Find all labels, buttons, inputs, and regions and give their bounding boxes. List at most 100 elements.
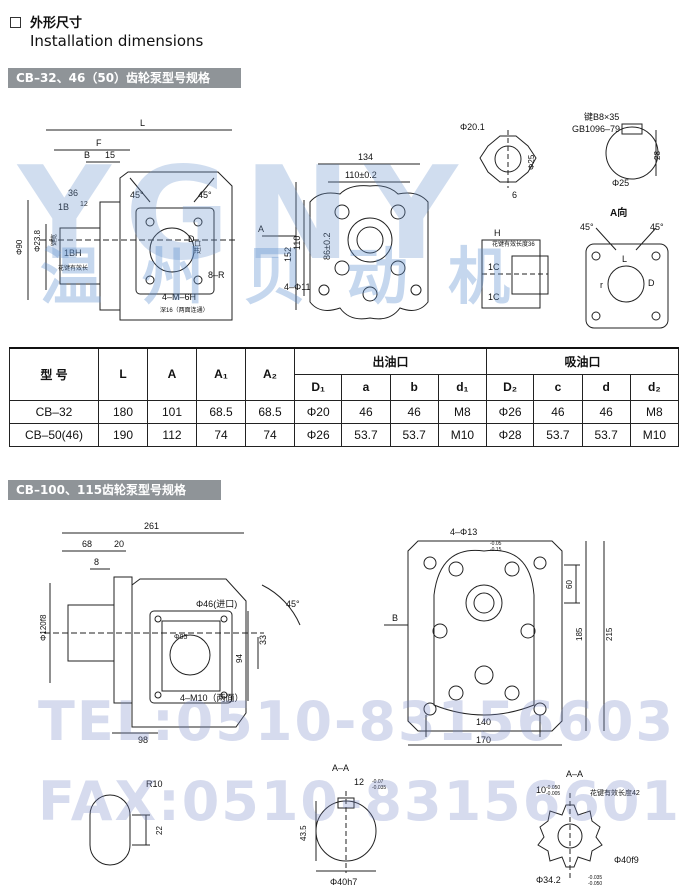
section2-title-bar: CB–100、115齿轮泵型号规格 [8,480,221,500]
angle-a-right: 45° [650,222,664,232]
label-h: H [494,228,501,238]
dim-86-tol: 86±0.2 [322,233,332,260]
cell: 112 [147,422,197,448]
dim-43-5: 43.5 [299,825,308,841]
label-key-width: 键宽 [50,234,58,246]
dim-10-spline: 10 [536,785,546,795]
cell: 180 [98,399,148,424]
dim-185: 185 [575,627,584,641]
label-1c-bottom: 1C [488,292,500,302]
spec-table: 型 号 L A A₁ A₂ 出油口 吸油口 D₁ a b d₁ D₂ c d d… [9,347,680,448]
cb32-side-view [27,129,236,321]
dim-68: 68 [82,539,92,549]
dim-phi34-2: Φ34.2 [536,875,561,885]
cell: 74 [245,422,295,448]
dim-phi25-shaft: Φ25 [527,154,536,170]
dim-r10: R10 [146,779,163,789]
th-d1-thread: d₁ [437,373,487,401]
angle-a-left: 45° [580,222,594,232]
dim-110-tol: 110±0.2 [345,170,377,180]
dim-94: 94 [235,654,244,663]
tol-34-upper: -0.035 [588,875,602,881]
cell: 101 [147,399,197,424]
dim-B: B [84,150,90,160]
label-gb1096: GB1096–79 [572,124,620,134]
table-row: CB–50(46) 190 112 74 74 Φ26 53.7 53.7 M1… [9,422,680,448]
watermark-chinese: 温州贝动机 [40,240,551,313]
cb32-keyed-shaft [605,123,659,180]
label-b-arrow: B [392,613,398,623]
cb100-spline-section [537,793,603,879]
dim-4-m10: 4–M10（两面） [180,693,244,703]
dim-phi23-8: Φ23.8 [33,229,42,252]
cell: Φ26 [485,399,535,424]
cell: 46 [389,399,439,424]
dim-28: 28 [653,151,662,160]
dim-phi95: Φ95 [174,634,187,641]
dim-33: 33 [258,635,268,645]
cell: 68.5 [245,399,295,424]
angle-45-cb100: 45° [286,599,300,609]
cell: Φ26 [293,422,343,448]
tol-10-upper: -0.050 [546,785,560,791]
dim-215: 215 [605,627,614,641]
label-l: L [622,254,627,264]
cb100-side-view [44,532,301,734]
th-c: c [533,373,583,401]
dim-20: 20 [114,539,124,549]
cell: 53.7 [389,422,439,448]
dim-4-phi13: 4–Φ13 [450,527,477,537]
cell: 53.7 [533,422,583,448]
section2-drawings: 261 68 20 8 Φ120f8 45° Φ46(进口) Φ95 33 94… [39,521,640,887]
cell: 53.7 [341,422,391,448]
cell: Φ20 [293,399,343,424]
dim-152: 152 [283,247,293,262]
dim-phi20-1: Φ20.1 [460,122,485,132]
label-spline-length: 花键有效长 [58,264,88,272]
section1-drawings: L F B 15 36 1B 12 Φ90 Φ23.8 1BH 键宽 花键有效长… [15,111,669,329]
dim-12: 12 [80,201,88,208]
table-row: CB–32 180 101 68.5 68.5 Φ20 46 46 M8 Φ26… [9,399,680,424]
cb100-keyway-detail [89,794,150,866]
th-a-sub: a [341,373,391,401]
th-b: b [389,373,439,401]
cell: 190 [98,422,148,448]
dim-4-phi11: 4–Φ11 [284,282,311,292]
dim-140: 140 [476,717,491,727]
th-model: 型 号 [9,347,99,401]
tol-misc-1: -0.05 [490,541,502,547]
watermark-logo: YGNY [18,140,472,289]
watermark-tel: TEL:0510-83156603 [38,690,676,753]
th-l: L [98,347,148,401]
th-a1: A₁ [196,347,246,401]
dim-4-m-6h: 4–M–6H [162,292,196,302]
label-a-direction: A向 [610,206,627,219]
dim-phi25-key: Φ25 [612,178,629,188]
th-d1: D₁ [293,373,343,401]
dim-110: 110 [292,236,302,250]
cell: 46 [341,399,391,424]
watermark-fax: FAX:0510-83156601 [38,770,682,833]
label-depth16: 深16（两面连通） [160,306,209,314]
dim-12-key: 12 [354,777,364,787]
dim-170: 170 [476,735,491,745]
cell: 74 [196,422,246,448]
dim-134: 134 [358,152,373,162]
cell: 46 [533,399,583,424]
cell-model: CB–32 [9,399,99,424]
cb32-a-direction-view [585,227,669,329]
cell: 53.7 [581,422,631,448]
label-r: r [600,280,603,290]
cell: M10 [629,422,680,448]
cell: Φ28 [485,422,535,448]
label-spline-length-36: 花键有效长度36 [492,240,535,248]
dim-F: F [96,138,102,148]
tol-10-lower: -0.005 [546,791,560,797]
cb100-shaft-key-section [315,791,377,873]
label-key-b8x35: 键B8×35 [584,111,619,122]
dim-phi40f9: Φ40f9 [614,855,639,865]
dim-1b: 1B [58,202,69,212]
th-d: d [581,373,631,401]
label-d-a: D [648,278,655,288]
th-outlet-group: 出油口 [294,347,487,375]
